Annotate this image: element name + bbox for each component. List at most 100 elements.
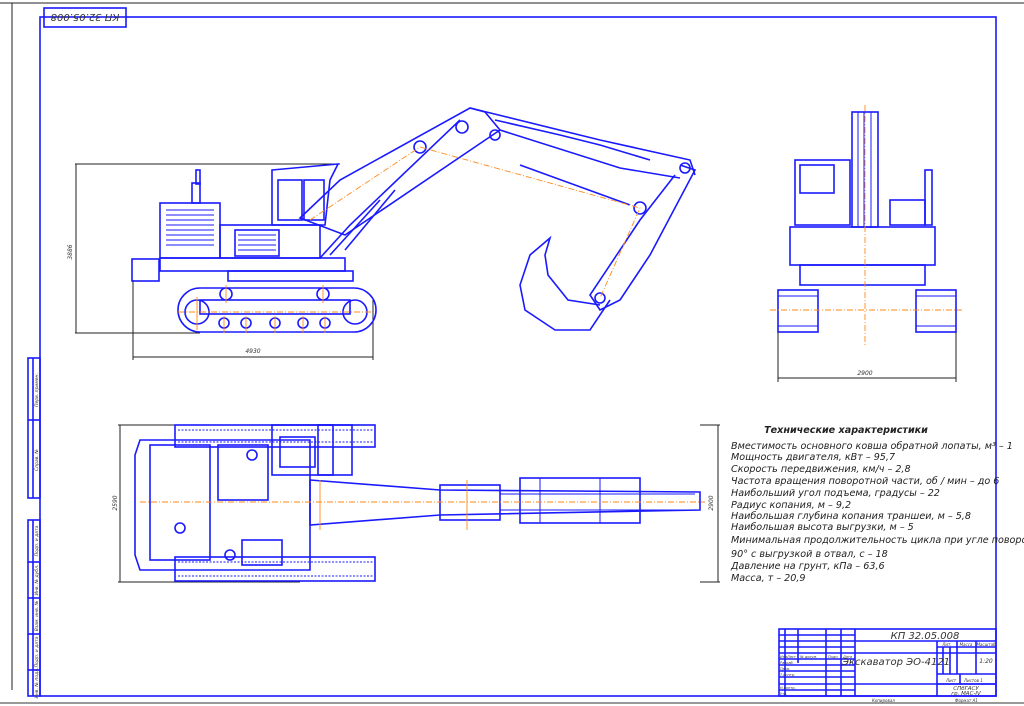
drawing-line bbox=[494, 119, 651, 161]
drawing-line bbox=[329, 199, 381, 256]
drawing-label: Справ. № bbox=[34, 449, 40, 471]
drawing-line bbox=[469, 107, 696, 176]
drawing-label: Подп. и дата bbox=[34, 525, 40, 556]
drawing-line bbox=[234, 229, 280, 257]
drawing-line bbox=[500, 478, 695, 523]
scale-value: 1:20 bbox=[979, 658, 993, 665]
drawing-line bbox=[589, 164, 697, 312]
drawing-line bbox=[799, 264, 926, 286]
drawing-line bbox=[196, 285, 326, 333]
spec-line: Давление на грунт, кПа – 63,6 bbox=[730, 561, 885, 572]
drawing-line bbox=[789, 226, 936, 266]
drawing-line bbox=[455, 120, 469, 134]
dim-plan-width-right: 2900 bbox=[708, 495, 715, 510]
drawing-line bbox=[149, 444, 211, 561]
dim-front-width: 2900 bbox=[857, 370, 872, 377]
drawing-label: Инв. № подл. bbox=[34, 667, 40, 698]
drawing-line bbox=[277, 179, 303, 221]
drawing-label: Изм. bbox=[780, 655, 788, 659]
spec-line: Мощность двигателя, кВт – 95,7 bbox=[731, 452, 896, 463]
dim-plan-width-left: 2590 bbox=[112, 495, 119, 510]
spec-line: Минимальная продолжительность цикла при … bbox=[731, 535, 1024, 546]
drawing-label: Листов 1 bbox=[963, 678, 983, 683]
drawing-label: Лист bbox=[945, 678, 957, 683]
drawing-line bbox=[298, 107, 697, 331]
specs-title: Технические характеристики bbox=[764, 425, 928, 436]
drawing-label: Пров. bbox=[780, 667, 790, 671]
drawing-label: Масштаб bbox=[976, 642, 996, 647]
drawing-label: Утв. bbox=[780, 692, 787, 696]
drawing-line bbox=[238, 234, 276, 251]
drawing-line bbox=[309, 146, 641, 299]
margin-strip: Перв. примен. Справ. № Подп. и дата Инв.… bbox=[27, 357, 41, 699]
drawing-line bbox=[191, 182, 201, 204]
spec-line: Наибольшая глубина копания траншеи, м – … bbox=[731, 510, 971, 522]
drawing-line bbox=[924, 169, 933, 226]
drawing-label: Н.контр. bbox=[780, 686, 796, 690]
drawing-line bbox=[131, 258, 160, 282]
drawing-label: Перв. примен. bbox=[34, 373, 40, 407]
drawing-line bbox=[889, 199, 926, 226]
drawing-line bbox=[217, 444, 269, 501]
drawing-line bbox=[195, 169, 201, 185]
drawing-line bbox=[279, 436, 316, 468]
drawing-label: Масса bbox=[960, 642, 973, 647]
drawing-line bbox=[309, 479, 701, 526]
plan-view: 2590 2900 bbox=[112, 424, 720, 583]
drawing-line bbox=[489, 129, 501, 141]
title-block-name: Экскаватор ЭО-4121 bbox=[841, 657, 950, 668]
drawing-line bbox=[227, 270, 354, 282]
dim-height: 3886 bbox=[67, 244, 74, 259]
side-view: 3886 4930 bbox=[67, 107, 697, 360]
drawing-line bbox=[519, 235, 611, 331]
drawing-label: КП 32.05.008 bbox=[51, 11, 120, 22]
drawing-label: Подп. и дата bbox=[34, 636, 40, 667]
drawing-label: Т.контр. bbox=[780, 673, 795, 677]
technical-specs: Технические характеристики Вместимость о… bbox=[730, 425, 1024, 584]
drawing-line bbox=[519, 164, 631, 206]
drawing-line bbox=[679, 162, 691, 174]
title-block: КП 32.05.008 Экскаватор ЭО-4121 Лит. Мас… bbox=[778, 628, 997, 703]
drawing-line bbox=[271, 424, 353, 476]
drawing-line bbox=[777, 289, 819, 333]
drawing-line bbox=[303, 179, 325, 221]
drawing-line bbox=[594, 292, 606, 304]
drawing-line bbox=[915, 289, 957, 333]
spec-line: 90° с выгрузкой в отвал, с – 18 bbox=[731, 549, 888, 560]
drawing-label: Инв. № дубл. bbox=[34, 565, 40, 596]
drawing-label: Разраб. bbox=[780, 661, 794, 665]
spec-line: Радиус копания, м – 9,2 bbox=[731, 500, 851, 511]
drawing-line bbox=[166, 209, 214, 246]
org-line-2: гр. МАС-IV bbox=[951, 691, 982, 697]
spec-line: Масса, т – 20,9 bbox=[731, 573, 806, 584]
drawing-frame bbox=[39, 16, 997, 697]
drawing-label: Лист bbox=[786, 655, 797, 659]
drawing-line bbox=[439, 484, 501, 521]
drawing-line bbox=[178, 429, 373, 577]
drawing-line bbox=[857, 112, 872, 227]
drawing-line bbox=[778, 295, 956, 327]
drawing-line bbox=[134, 439, 311, 571]
drawing-line bbox=[27, 357, 41, 499]
spec-line: Вместимость основного ковша обратной лоп… bbox=[731, 440, 1013, 452]
drawing-label: Лит. bbox=[941, 642, 951, 647]
drawing-line bbox=[633, 201, 647, 215]
spec-line: Наибольшая высота выгрузки, м – 5 bbox=[731, 521, 914, 533]
drawing-line bbox=[778, 628, 997, 697]
drawing-line bbox=[779, 629, 996, 696]
dim-length: 4930 bbox=[245, 348, 260, 355]
drawing-line bbox=[184, 287, 368, 329]
drawing-line bbox=[317, 424, 334, 476]
drawing-label: Формат А1 bbox=[955, 698, 978, 703]
drawing-line bbox=[174, 424, 376, 448]
drawing-line bbox=[499, 129, 681, 179]
drawing-line bbox=[344, 189, 396, 251]
drawing-line bbox=[271, 163, 340, 226]
drawing-line bbox=[794, 159, 851, 226]
drawing-label: Подп. bbox=[828, 655, 839, 659]
front-view: 2900 bbox=[770, 105, 962, 382]
drawing-label: № докум. bbox=[799, 655, 817, 659]
spec-line: Скорость передвижения, км/ч – 2,8 bbox=[731, 464, 911, 475]
drawing-line bbox=[27, 519, 41, 697]
spec-line: Частота вращения поворотной части, об / … bbox=[731, 475, 999, 487]
